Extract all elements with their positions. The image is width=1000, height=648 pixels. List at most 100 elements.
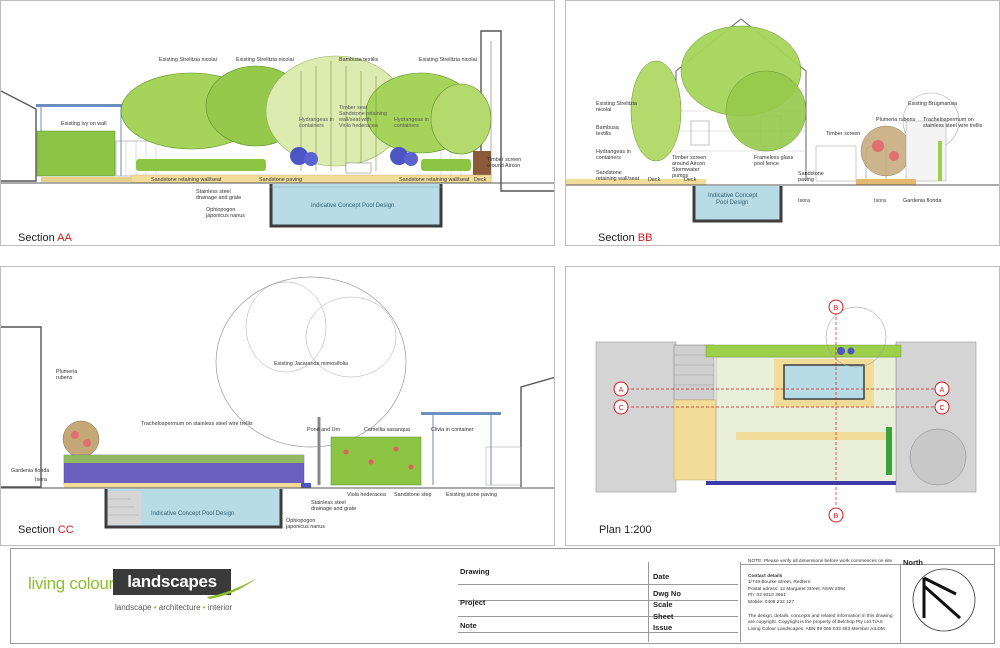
label-bb-plumeria: Plumeria rubens <box>876 117 916 123</box>
note-verify-dimensions: NOTE: Please verify all dimensions befor… <box>748 559 894 564</box>
logo-text-living-colour: living colour <box>28 574 114 593</box>
label-cc-jacaranda: Existing Jacaranda mimosifolia <box>274 361 348 367</box>
label-bb-screen-3: Stormwater <box>672 167 700 173</box>
section-aa-title: Section AA <box>18 232 72 244</box>
label-cc-paving: Existing stone paving <box>446 492 497 498</box>
field-note-label: Note <box>460 621 477 630</box>
section-bb-title: Section BB <box>598 232 652 244</box>
logo-tag-architecture: architecture <box>158 603 201 612</box>
field-scale-label: Scale <box>653 600 673 609</box>
field-drawing-label: Drawing <box>460 567 490 576</box>
field-sheet-label: Sheet <box>653 612 674 621</box>
logo-bullet-2: • <box>202 603 206 612</box>
label-bb-wall-1: Sandstone <box>596 170 622 176</box>
label-bb-paving-2: paving <box>798 177 814 183</box>
label-ivy: Existing Ivy on wall <box>61 121 107 127</box>
label-bb-pool-2: Pool Design <box>716 200 748 206</box>
label-bb-trach-2: stainless steel wire trellis <box>923 123 983 129</box>
section-aa-code: AA <box>57 232 72 244</box>
plan-marker-a-left: A <box>619 387 624 394</box>
logo-bullet-1: • <box>153 603 157 612</box>
label-cc-clivia: Clivia in container <box>431 427 474 433</box>
tb-vline-2 <box>740 562 741 642</box>
section-cc-title: Section CC <box>18 524 74 536</box>
label-bb-brugmansia: Existing Brugmansia <box>908 101 957 107</box>
label-cc-ophiopogon-2: japonicus nanus <box>285 524 325 530</box>
label-bb-deck-2: Deck <box>684 177 697 183</box>
label-bb-bambusa-1: Bambusa <box>596 125 619 131</box>
plan-marker-b-bottom: B <box>834 513 839 520</box>
field-north-label: North <box>903 558 923 567</box>
label-bb-strelitzia-1: Existing Strelitzia <box>596 101 637 107</box>
section-aa-panel: Existing Strelitzia nicolai Existing Str… <box>0 0 555 246</box>
section-bb-prefix: Section <box>598 232 638 244</box>
label-bb-pool-1: Indicative Concept <box>708 193 758 199</box>
section-cc-drawing: Plumeria rubens Trachelospermum on stain… <box>1 276 554 530</box>
label-cc-plumeria-2: rubens <box>56 375 73 381</box>
section-cc-code: CC <box>57 524 74 536</box>
label-pool: Indicative Concept Pool Design <box>311 203 394 209</box>
label-deck: Deck <box>474 177 487 183</box>
logo-swoosh-icon <box>207 578 257 599</box>
label-sandstone-paving: Sandstone paving <box>259 177 302 183</box>
plan-panel: B B A C A C Plan 1:200 <box>565 266 1000 546</box>
label-bb-screen-2: around Aircon <box>672 161 705 167</box>
copyright-line-2: are copyright. Copyright is the property… <box>748 620 883 626</box>
section-aa-prefix: Section <box>18 232 58 244</box>
tb-line-3 <box>458 616 738 617</box>
plan-drawing: B B A C A C <box>595 299 977 523</box>
label-ophiopogon-2: japonicus nanus <box>205 213 245 219</box>
tb-line-top <box>740 564 995 565</box>
label-bb-isora-2: Isora <box>874 198 886 204</box>
label-cc-step: Sandstone step <box>394 492 431 498</box>
label-cc-trachelospermum: Trachelospermum on stainless steel wire … <box>141 421 253 427</box>
logo-tagline: landscape • architecture • interior <box>115 603 232 612</box>
label-cc-pool: Indicative Concept Pool Design <box>151 511 234 517</box>
tb-line-2 <box>458 600 738 601</box>
copyright-line-3: Living Colour Landscapes. ABN 99 065 033… <box>748 626 885 632</box>
label-timber-seat: Timber seat <box>339 105 368 111</box>
label-timber-seat-4: Viola hederacea <box>339 123 378 129</box>
plan-marker-b-top: B <box>834 305 839 312</box>
contact-line-4: Mobile: 0408 232 127 <box>748 599 795 605</box>
section-cc-panel: Plumeria rubens Trachelospermum on stain… <box>0 266 555 546</box>
logo-tag-landscape: landscape <box>115 603 152 612</box>
label-strelitzia-2: Existing Strelitzia nicolai <box>236 57 294 63</box>
logo-text-landscapes: landscapes <box>113 569 231 595</box>
label-bb-timber-screen: Timber screen <box>826 131 860 137</box>
label-cc-isora: Isora <box>35 477 47 483</box>
contact-details: Contact details 1/749 Bourke Street, Red… <box>748 574 846 606</box>
plan-marker-a-right: A <box>940 387 945 394</box>
label-bb-wall-2: retaining wall/seat <box>596 176 640 182</box>
tb-vline-1 <box>648 562 649 642</box>
label-bb-trach-1: Trachelospermum on <box>923 117 974 123</box>
section-cc-prefix: Section <box>18 524 58 536</box>
label-bb-fence-2: pool fence <box>754 161 779 167</box>
tb-line-1 <box>458 584 738 585</box>
plan-title: Plan 1:200 <box>599 524 652 536</box>
label-strelitzia-3: Existing Strelitzia nicolai <box>419 57 477 63</box>
label-cc-plumeria-1: Plumeria <box>56 369 77 375</box>
copyright-line-1: The design, details, concepts and relate… <box>748 614 893 619</box>
contact-line-1: 1/749 Bourke Street, Redfern <box>748 580 811 586</box>
plan-marker-c-left: C <box>618 405 623 412</box>
field-issue-label: Issue <box>653 623 673 632</box>
label-hydrangea-1b: containers <box>299 123 324 129</box>
label-hydrangea-1: Hydrangeas in <box>299 117 334 123</box>
label-drainage-1: Stainless steel <box>196 189 231 195</box>
north-arrow-icon <box>912 568 976 632</box>
label-hydrangea-2: Hydrangeas in <box>394 117 429 123</box>
label-strelitzia-1: Existing Strelitzia nicolai <box>159 57 217 63</box>
label-cc-camellia: Camellia sasanqua <box>364 427 410 433</box>
label-aircon-screen-1: Timber screen <box>487 157 521 163</box>
label-cc-pond: Pond and Urn <box>307 427 340 433</box>
label-timber-seat-3: wall/seat with <box>338 117 371 123</box>
section-bb-panel: Existing Strelitzia nicolai Bambusa text… <box>565 0 1000 246</box>
plan-marker-c-right: C <box>939 405 944 412</box>
label-retaining-wall-1: Sandstone retaining wall/seat <box>151 177 222 183</box>
field-date-label: Date <box>653 572 670 581</box>
label-bb-bambusa-2: textilis <box>596 131 611 137</box>
label-bb-strelitzia-2: nicolai <box>596 107 611 113</box>
label-timber-seat-2: Sandstone retaining <box>339 111 387 117</box>
contact-line-3: Ph: 02 9310 3661 <box>748 593 786 599</box>
